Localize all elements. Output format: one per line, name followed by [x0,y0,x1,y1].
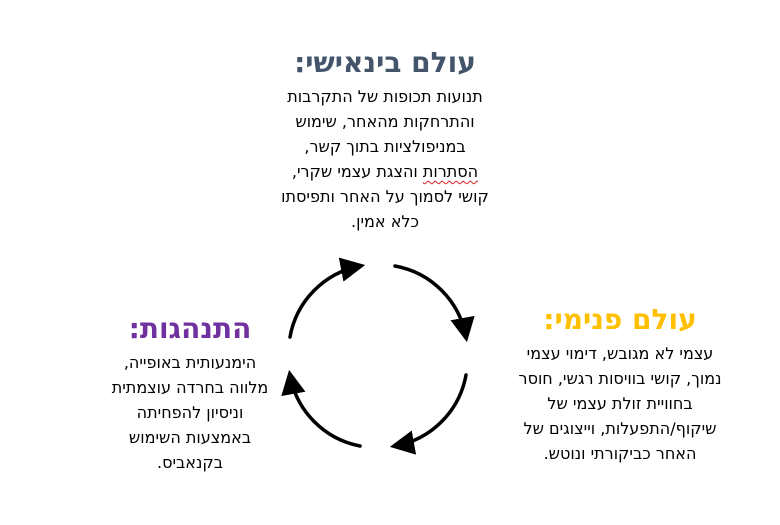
interpersonal-line: תנועות תכופות של התקרבות [287,87,483,106]
cycle-arrow-bottom-left [281,369,362,448]
behavior-line: באמצעות השימוש [128,428,252,447]
inner-world-line: האחר כביקורתי ונוטש. [543,444,697,463]
behavior-line: בקנאביס. [157,453,223,472]
interpersonal-line: הסתרות והצגת עצמי שקרי, [291,162,479,181]
interpersonal-line: כלא אמין. [351,212,419,231]
interpersonal-line: קושי לסמוך על האחר ותפיסתו [281,187,489,206]
behavior-line: הימנעותית באופייה, [123,353,257,372]
inner-world-line: עצמי לא מגובש, דימוי עצמי [526,344,714,363]
behavior-line: וניסיון להפחיתה [136,403,244,422]
inner-world-title: עולם פנימי: [543,303,697,336]
cycle-arrow-bottom-right [389,373,468,455]
behavior-block: התנהגות: הימנעותית באופייה, מלווה בחרדה … [80,312,300,475]
interpersonal-world-title: עולם בינאישי: [294,46,476,79]
cycle-arrow-top-right [393,264,475,343]
interpersonal-world-block: עולם בינאישי: תנועות תכופות של התקרבות ו… [230,46,540,234]
spellcheck-underline: הסתרות [422,162,479,181]
behavior-line: מלווה בחרדה עוצמתית [111,378,269,397]
inner-world-block: עולם פנימי: עצמי לא מגובש, דימוי עצמי נמ… [500,303,740,466]
inner-world-line: שיקוף/התפעלות, וייצוגים של [523,419,717,438]
cycle-arrow-top-left [288,257,366,339]
inner-world-line: נמוך, קושי בוויסות רגשי, חוסר [518,369,722,388]
interpersonal-line: והתרחקות מהאחר, שימוש [295,112,475,131]
behavior-title: התנהגות: [128,312,252,345]
inner-world-line: בחוויית זולת עצמי של [547,394,693,413]
interpersonal-line: במניפולציות בתוך קשר, [304,137,466,156]
